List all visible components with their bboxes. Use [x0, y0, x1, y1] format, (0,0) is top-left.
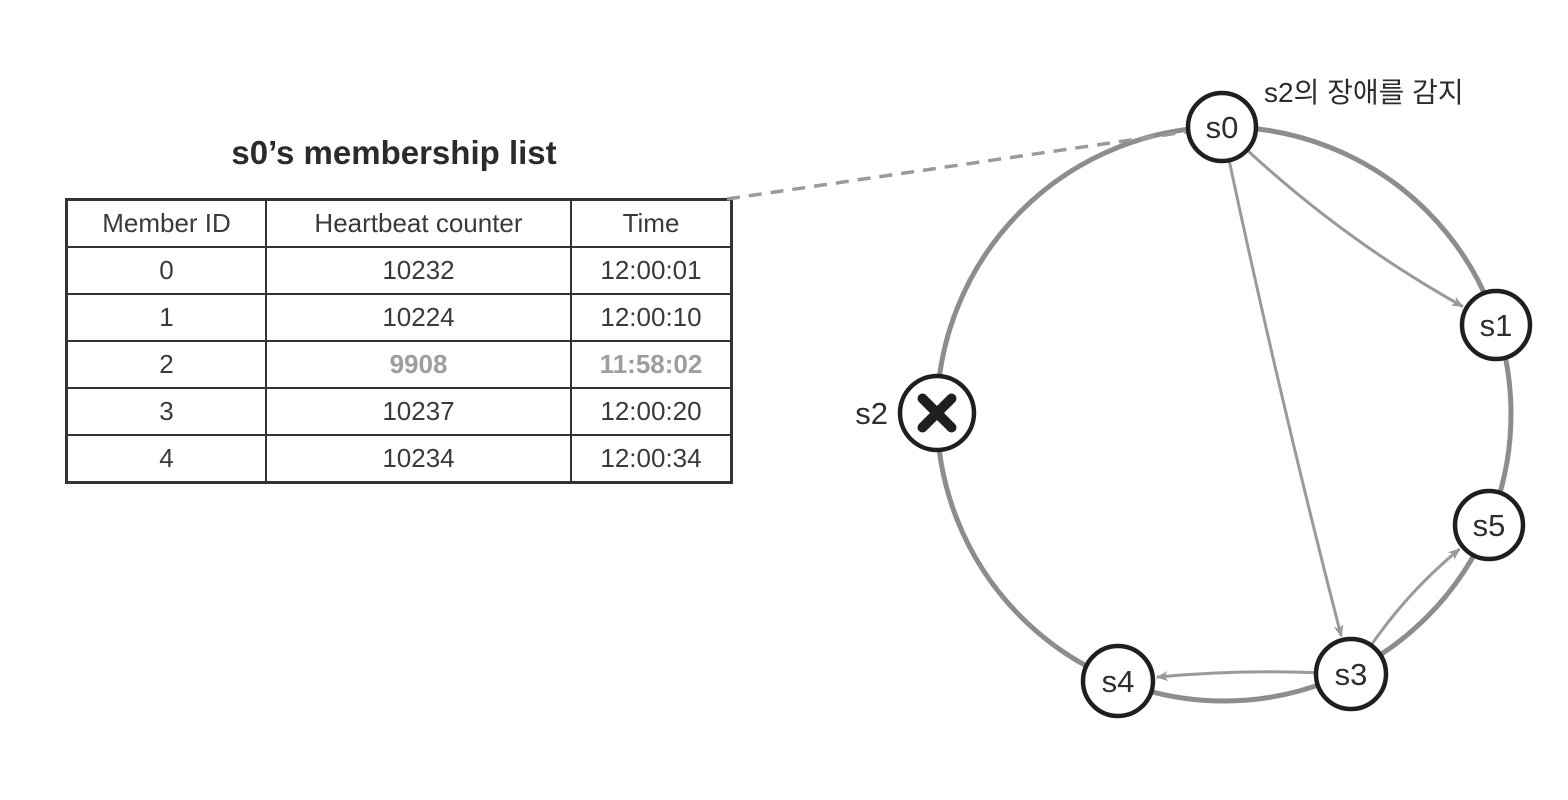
member-id-cell: 3 — [65, 387, 267, 436]
node-s1: s1 — [1459, 288, 1533, 362]
heartbeat-cell: 10237 — [265, 387, 572, 436]
heartbeat-cell: 10234 — [265, 434, 572, 484]
node-s3: s3 — [1313, 636, 1389, 712]
member-id-cell: 0 — [65, 246, 267, 295]
heartbeat-cell: 10224 — [265, 293, 572, 342]
gossip-arrow-s0-to-s3 — [1228, 161, 1344, 638]
time-cell: 12:00:10 — [570, 293, 733, 342]
gossip-arrow-s0-to-s1 — [1247, 150, 1464, 308]
node-label-outside-s2: s2 — [855, 396, 888, 431]
time-cell: 12:00:20 — [570, 387, 733, 436]
node-circle-s0 — [1185, 90, 1259, 164]
node-circle-s3 — [1313, 636, 1389, 712]
member-id-cell: 2 — [65, 340, 267, 389]
heartbeat-cell: 10232 — [265, 246, 572, 295]
node-circle-s1 — [1459, 288, 1533, 362]
failure-detection-annotation: s2의 장애를 감지 — [1264, 77, 1464, 108]
node-s0: s0 — [1185, 90, 1259, 164]
node-s5: s5 — [1452, 488, 1526, 562]
gossip-arrow-s3-to-s4 — [1155, 670, 1315, 682]
node-label-s3: s3 — [1335, 657, 1368, 692]
time-cell: 12:00:01 — [570, 246, 733, 295]
node-label-s0: s0 — [1206, 110, 1239, 145]
time-cell: 12:00:34 — [570, 434, 733, 484]
gossip-arrow-s3-to-s5 — [1370, 547, 1461, 645]
heartbeat-cell: 9908 — [265, 340, 572, 389]
column-header-member-id: Member ID — [65, 198, 267, 248]
time-cell: 11:58:02 — [570, 340, 733, 389]
node-label-s5: s5 — [1473, 508, 1506, 543]
node-label-s1: s1 — [1480, 308, 1513, 343]
membership-list-title: s0’s membership list — [231, 134, 557, 171]
node-circle-s4 — [1080, 643, 1156, 719]
column-header-heartbeat-counter: Heartbeat counter — [265, 198, 572, 248]
member-id-cell: 1 — [65, 293, 267, 342]
hash-ring-circle — [934, 124, 1514, 704]
member-id-cell: 4 — [65, 434, 267, 484]
column-header-time: Time — [570, 198, 733, 248]
node-label-s4: s4 — [1102, 664, 1135, 699]
node-circle-s5 — [1452, 488, 1526, 562]
node-s4: s4 — [1080, 643, 1156, 719]
dashed-connector — [726, 129, 1193, 201]
node-s2: s2 — [855, 373, 977, 453]
failure-x-icon — [917, 393, 957, 433]
